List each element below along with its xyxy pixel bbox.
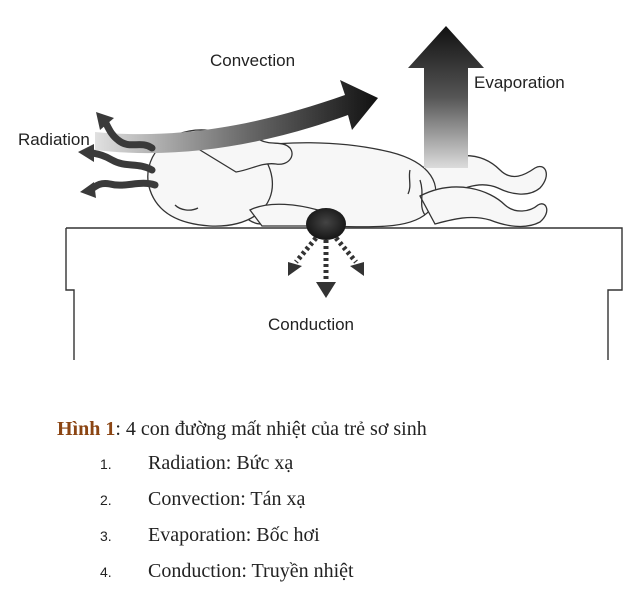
convection-arrow [95,80,378,154]
list-item: 1. Radiation: Bức xạ [100,452,354,488]
list-item: 2. Convection: Tán xạ [100,488,354,524]
heat-loss-list: 1. Radiation: Bức xạ 2. Convection: Tán xạ… [100,452,354,596]
list-item-text: Convection: Tán xạ [148,488,306,510]
radiation-arrows [84,116,159,194]
list-item-number: 3. [100,528,112,544]
caption-label: Hình 1 [57,418,116,440]
list-item-number: 1. [100,456,112,472]
list-item: 4. Conduction: Truyền nhiệt [100,560,354,596]
heat-loss-diagram: Convection Evaporation Radiation Conduct… [18,26,623,360]
conduction-label: Conduction [268,315,354,334]
caption-text: : 4 con đường mất nhiệt của trẻ sơ sinh [115,418,427,440]
list-item-text: Radiation: Bức xạ [148,452,294,474]
list-item-text: Evaporation: Bốc hơi [148,524,320,546]
list-item: 3. Evaporation: Bốc hơi [100,524,354,560]
evaporation-label: Evaporation [474,73,565,92]
table [65,227,623,360]
list-item-number: 4. [100,564,112,580]
list-item-number: 2. [100,492,112,508]
radiation-arrowheads [78,112,114,198]
figure-caption: Hình 1: 4 con đường mất nhiệt của trẻ sơ… [57,418,427,441]
radiation-label: Radiation [18,130,90,149]
conduction-arrows [288,208,364,298]
convection-label: Convection [210,51,295,70]
evaporation-arrow [408,26,484,168]
diagram-svg: Convection Evaporation Radiation Conduct… [18,26,623,360]
list-item-text: Conduction: Truyền nhiệt [148,560,354,582]
